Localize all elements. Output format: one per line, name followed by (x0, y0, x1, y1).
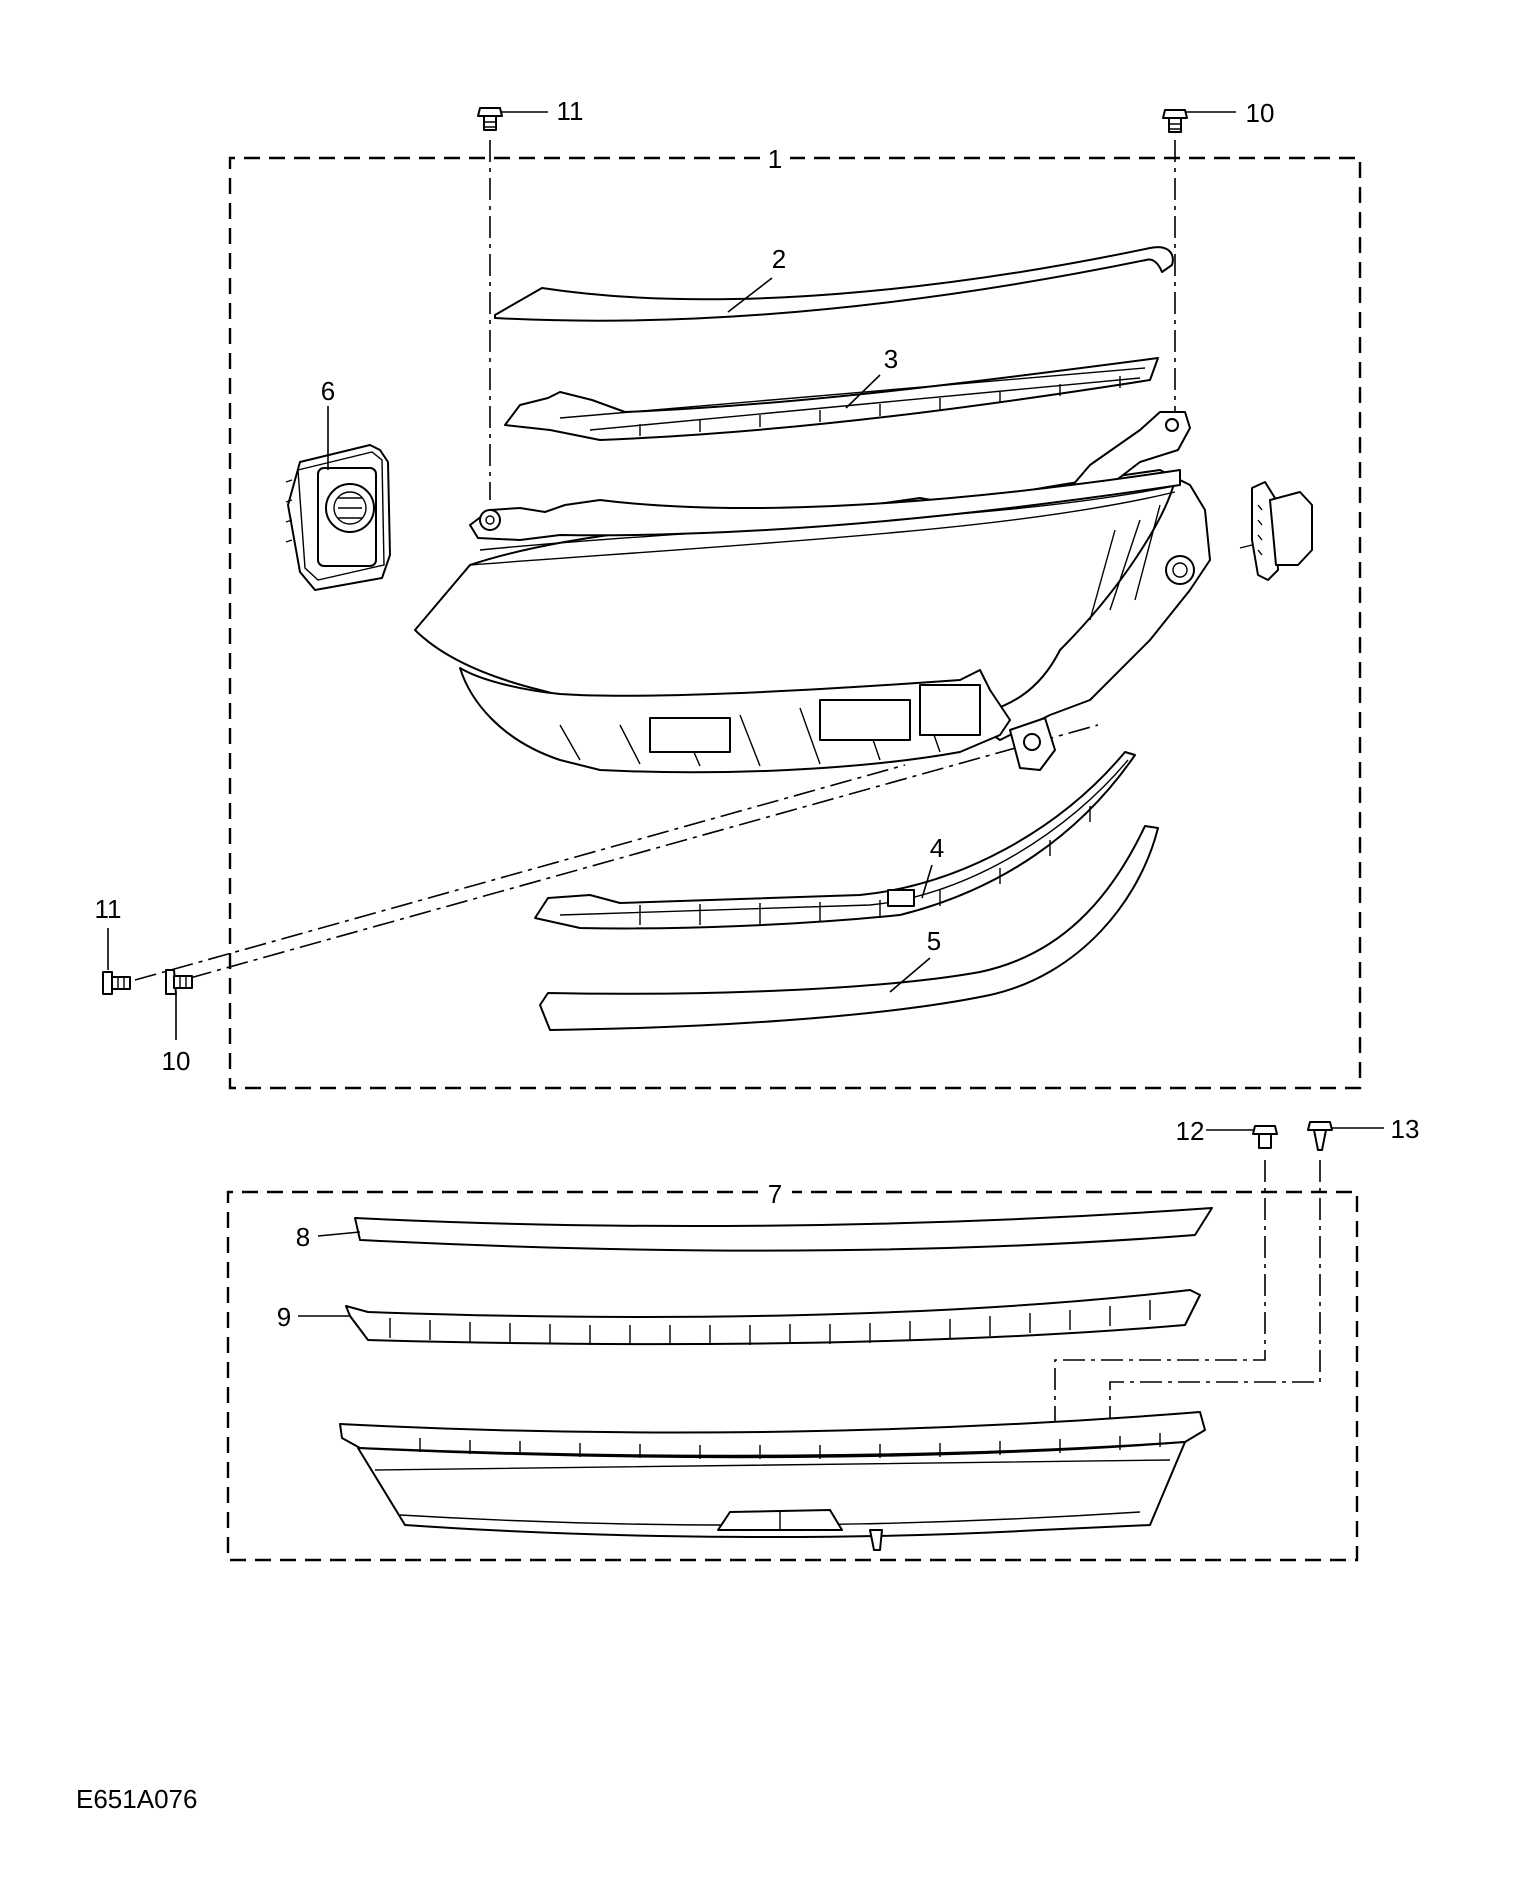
leader-8 (317, 1231, 361, 1237)
assembly-box-1 (228, 156, 1362, 1090)
callout-8: 8 (296, 1222, 310, 1252)
part-9-rib-detail (389, 1300, 1151, 1345)
part-8-trim-strip (354, 1207, 1213, 1252)
callout-6: 6 (321, 376, 335, 406)
callout-13: 13 (1391, 1114, 1420, 1144)
fastener-13 (1307, 1121, 1333, 1151)
part-4-lower-bracket (534, 751, 1136, 930)
part-3-rib-detail (559, 367, 1146, 436)
callout-10-left: 10 (162, 1046, 191, 1076)
part-4-clip (887, 889, 915, 907)
axis-line-13 (1109, 1160, 1321, 1420)
fastener-10-left (165, 969, 193, 995)
callout-4: 4 (930, 833, 944, 863)
axis-line-12 (1054, 1160, 1266, 1425)
leader-2 (727, 277, 773, 313)
callout-11-left: 11 (95, 894, 122, 924)
callout-12: 12 (1176, 1116, 1205, 1146)
callout-2: 2 (772, 244, 786, 274)
callout-3: 3 (884, 344, 898, 374)
callout-7: 7 (768, 1179, 782, 1209)
fastener-12 (1252, 1125, 1278, 1149)
part-9-clip-rail (345, 1289, 1201, 1346)
axis-line-10-left (189, 724, 1099, 979)
headlamp-assembly (414, 411, 1211, 774)
fastener-10-top (1162, 109, 1188, 133)
part-2-upper-trim-strip (494, 246, 1174, 322)
part-3-upper-bracket (504, 357, 1159, 441)
diagram-reference-code: E651A076 (76, 1784, 197, 1814)
part-5-lower-trim-strip (539, 825, 1159, 1031)
fastener-11-left (102, 971, 131, 995)
leader-3 (845, 374, 881, 409)
part-6-control-module (285, 444, 391, 591)
part-7-lower-panel (339, 1411, 1206, 1551)
assembly-box-7 (226, 1190, 1359, 1562)
callout-11-top: 11 (557, 96, 584, 126)
callout-5: 5 (927, 926, 941, 956)
fastener-11-top (477, 107, 503, 131)
axis-line-11-left (134, 764, 906, 981)
leader-4 (921, 864, 933, 899)
callout-1: 1 (768, 144, 782, 174)
part-4-rib-detail (559, 759, 1129, 925)
side-adjuster-component (1239, 481, 1313, 581)
leader-5 (889, 957, 931, 993)
callout-10-top: 10 (1246, 98, 1275, 128)
callout-9: 9 (277, 1302, 291, 1332)
